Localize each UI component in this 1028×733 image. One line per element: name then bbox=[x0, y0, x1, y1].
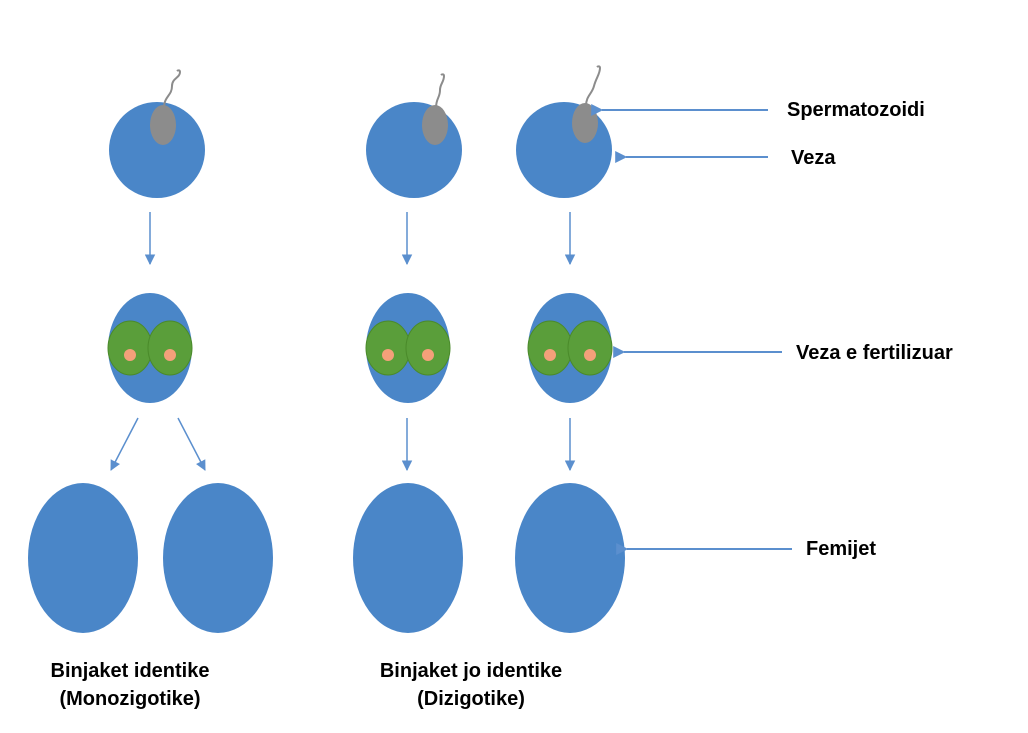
label-sperm: Spermatozoidi bbox=[787, 99, 925, 121]
caption-identical-twins: Binjaket identike (Monozigotike) bbox=[30, 657, 230, 713]
caption-identical-line2: (Monozigotike) bbox=[59, 688, 201, 710]
fraternal-fertilized-egg-b bbox=[527, 293, 613, 403]
nucleolus bbox=[422, 349, 434, 361]
nucleus-right bbox=[405, 320, 451, 376]
fetus-fraternal-1 bbox=[353, 483, 463, 633]
nucleolus bbox=[584, 349, 596, 361]
sperm-tail bbox=[163, 69, 182, 109]
caption-fraternal-line2: (Dizigotike) bbox=[417, 688, 525, 710]
fetus-identical-2 bbox=[163, 483, 273, 633]
identical-egg-group bbox=[109, 69, 205, 198]
fetus-identical-1 bbox=[28, 483, 138, 633]
egg-cell bbox=[366, 102, 462, 198]
arrow-split-right bbox=[177, 417, 206, 471]
nucleolus bbox=[544, 349, 556, 361]
nucleus-left bbox=[365, 320, 411, 376]
identical-fertilized-egg bbox=[107, 293, 193, 403]
arrow-split-left bbox=[110, 417, 139, 471]
fetus-fraternal-2 bbox=[515, 483, 625, 633]
nucleus-left bbox=[527, 320, 573, 376]
caption-identical-line1: Binjaket identike bbox=[50, 660, 210, 682]
fraternal-fertilized-egg-a bbox=[365, 293, 451, 403]
sperm-head bbox=[422, 105, 448, 145]
nucleolus bbox=[164, 349, 176, 361]
egg-cell bbox=[109, 102, 205, 198]
nucleus-right bbox=[147, 320, 193, 376]
sperm-tail bbox=[435, 73, 446, 109]
label-egg: Veza bbox=[791, 147, 836, 169]
sperm-head bbox=[572, 103, 598, 143]
egg-cell bbox=[516, 102, 612, 198]
nucleolus bbox=[382, 349, 394, 361]
nucleus-right bbox=[567, 320, 613, 376]
fraternal-egg-group-b bbox=[516, 65, 612, 198]
nucleus-left bbox=[107, 320, 153, 376]
sperm-tail bbox=[585, 65, 602, 107]
sperm-head bbox=[150, 105, 176, 145]
fraternal-egg-group-a bbox=[366, 73, 462, 198]
label-fertilized-egg: Veza e fertilizuar bbox=[796, 342, 953, 364]
caption-fraternal-line1: Binjaket jo identike bbox=[379, 660, 563, 682]
nucleolus bbox=[124, 349, 136, 361]
label-fetuses: Femijet bbox=[806, 538, 877, 560]
caption-fraternal-twins: Binjaket jo identike (Dizigotike) bbox=[356, 657, 586, 713]
